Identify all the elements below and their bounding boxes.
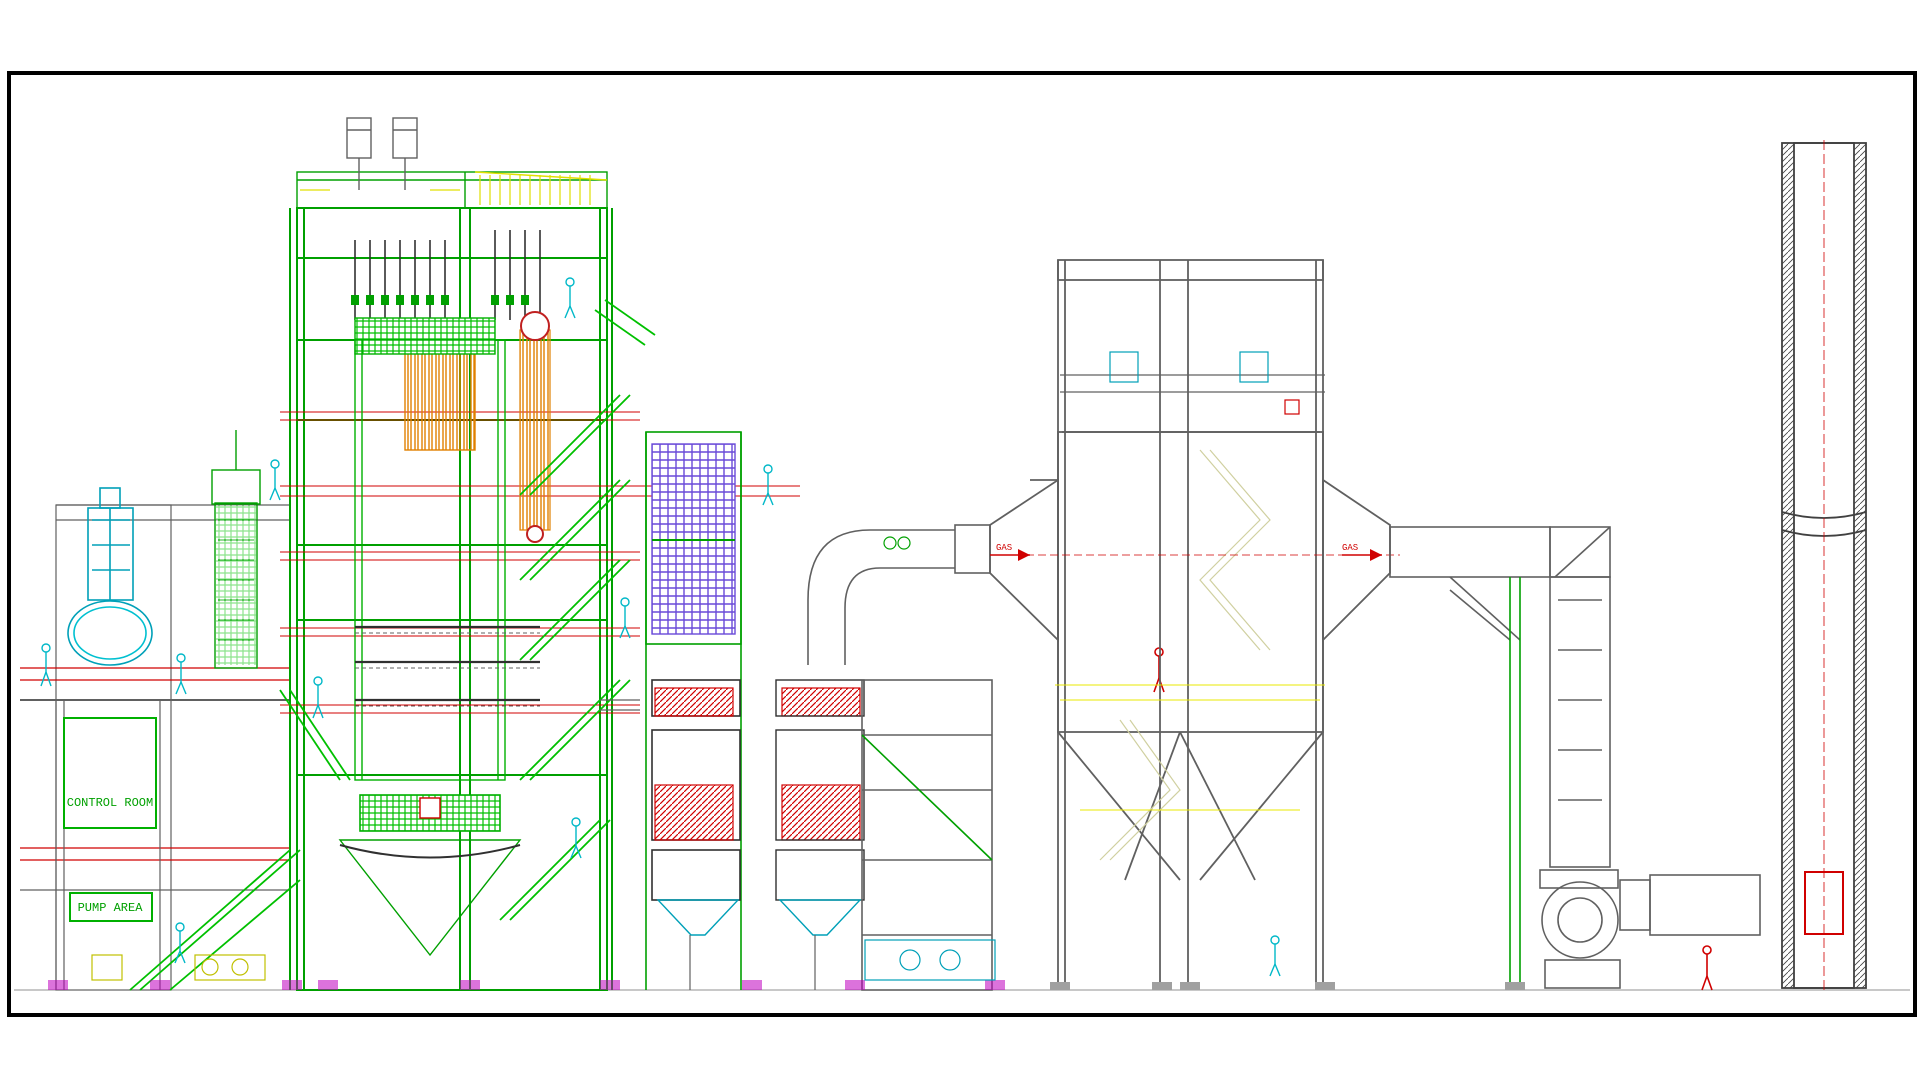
gray-piping [600, 699, 816, 990]
ash-hopper [338, 839, 522, 957]
boiler-main-frame [289, 207, 613, 991]
steam-valves [354, 230, 541, 320]
air-heater-bottom-left [654, 784, 734, 841]
mud-drum [526, 525, 544, 543]
id-fan [1539, 869, 1761, 989]
flue-duct-to-esp [807, 524, 993, 991]
drawing-border [7, 71, 1917, 1017]
pump-area-label: PUMP AREA [78, 901, 144, 915]
burner-row-detail [355, 632, 540, 707]
superheater-right [519, 329, 551, 531]
boiler-roof [296, 171, 608, 209]
air-heater-top-left [654, 687, 734, 717]
red-worker-figures [1153, 647, 1713, 991]
deaerator [67, 487, 153, 666]
pump-area-box [69, 892, 153, 922]
esp-top-equipment [1060, 351, 1325, 415]
back-pass-frame [645, 431, 742, 990]
steam-drum [520, 311, 550, 341]
furnace-top-green [354, 317, 496, 355]
gas-outlet-label: GAS [1342, 543, 1358, 553]
column-foundations-gray [1050, 982, 1525, 990]
duct-valves [883, 536, 911, 550]
worker-figures [40, 277, 1281, 977]
control-room-box [63, 717, 157, 829]
bottom-ash-system [864, 939, 996, 981]
furnace-walls [354, 339, 506, 781]
esp-structure [989, 259, 1391, 990]
esp-yellow-lines [1055, 684, 1325, 811]
hoppers-ahp [656, 899, 862, 936]
safety-valve-silencers [346, 117, 418, 190]
boiler-stairs [129, 299, 656, 991]
burner-rows [355, 625, 540, 702]
air-heater-bottom-right [781, 784, 861, 841]
outlet-duct [1389, 526, 1611, 990]
pump-equipment [91, 954, 266, 981]
gas-inlet-label: GAS [996, 543, 1012, 553]
superheater-panel [404, 339, 476, 451]
roof-grating [300, 175, 591, 205]
esp-stairs [1099, 449, 1271, 861]
control-room-label: CONTROL ROOM [67, 796, 153, 810]
air-heater-top-right [781, 687, 861, 717]
valve-markers [351, 295, 529, 305]
column-foundations [48, 980, 1005, 990]
